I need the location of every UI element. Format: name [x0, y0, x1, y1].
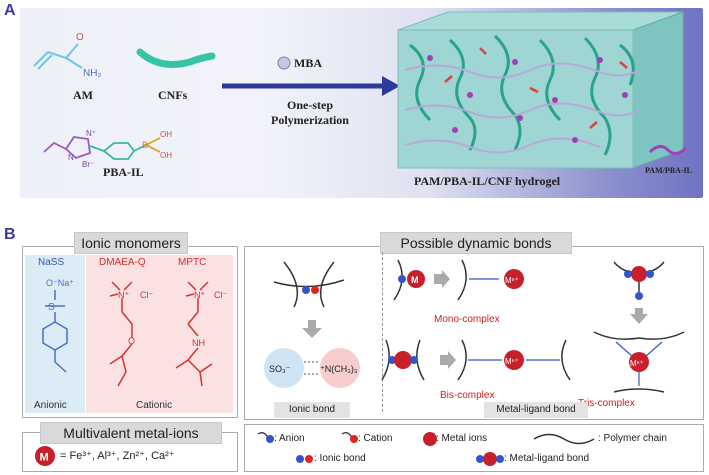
legend-polymer-chain: : Polymer chain [598, 433, 667, 444]
dynamic-bonds-illustration: SO₃⁻ ⁺N(CH₃)₃ M Mⁿ⁺ Mono-complex Mⁿ⁺ Bis… [264, 259, 685, 409]
process-label: One-step Polymerization [265, 98, 355, 128]
cnfs-label: CNFs [158, 88, 188, 102]
mptc-label: MPTC [178, 257, 207, 268]
hydrogel-block [397, 11, 684, 169]
pba-il-label: PBA-IL [103, 165, 144, 179]
pba-nplus: N⁺ [86, 129, 96, 138]
cation-icon [341, 432, 358, 443]
pba-oh-bottom: OH [160, 151, 172, 160]
dynamic-bonds-box [244, 246, 704, 420]
dmaea-label: DMAEA-Q [99, 257, 146, 268]
tris-mn: Mⁿ⁺ [630, 359, 644, 368]
nass-label: NaSS [38, 257, 65, 268]
sulfonate-circle [264, 348, 304, 388]
ionic-monomers-header: Ionic monomers [74, 232, 188, 254]
metal-legend-icon [423, 432, 437, 446]
reaction-arrow-head [382, 76, 400, 96]
tris-label: Tris-complex [578, 398, 635, 409]
pba-il-molecule [43, 136, 161, 160]
legend-icons [257, 432, 595, 466]
metal-ion-list: = Fe³⁺, Al³⁺, Zn²⁺, Ca²⁺ [60, 450, 175, 462]
mono-mn: Mⁿ⁺ [505, 276, 519, 285]
nass-sulfur: S [48, 302, 55, 313]
mba-sphere-icon [277, 56, 291, 70]
legend-ionic-bond: : Ionic bond [314, 453, 366, 464]
cationic-region [86, 255, 233, 413]
legend-cation: : Cation [358, 433, 393, 444]
nass-anion: O⁻Na⁺ [46, 278, 74, 288]
mptc-nh: NH [192, 338, 205, 348]
mono-m-before: M [411, 275, 419, 285]
legend-anion: : Anion [274, 433, 305, 444]
dynamic-bonds-divider [382, 252, 383, 412]
panel-a-label: A [4, 2, 16, 19]
mptc-nplus: N⁺ [194, 290, 205, 300]
multivalent-header: Multivalent metal-ions [40, 422, 222, 444]
hydrogel-crosslinks [427, 55, 628, 143]
pam-pba-chain-icon [648, 145, 688, 155]
dmaea-structure [109, 281, 133, 387]
nass-structure [42, 290, 68, 373]
dmaea-nplus: N⁺ [118, 290, 129, 300]
cationic-label: Cationic [136, 400, 173, 411]
bis-mn: Mⁿ⁺ [505, 357, 519, 366]
polymer-chain-icon [533, 433, 595, 445]
anionic-label: Anionic [34, 400, 67, 411]
hydrogel-red-links [444, 47, 628, 129]
hydrogel-network [404, 34, 641, 156]
legend-box [244, 424, 704, 472]
svg-text:M: M [40, 452, 49, 464]
am-molecule [33, 43, 83, 70]
mono-label: Mono-complex [434, 314, 500, 325]
pba-n: N [68, 153, 74, 162]
dmaea-oxygen: O [128, 336, 135, 346]
mptc-structure [175, 281, 213, 387]
dynamic-bonds-header: Possible dynamic bonds [380, 232, 572, 254]
legend-metal-ligand: : Metal-ligand bond [504, 453, 590, 464]
process-line-2: Polymerization [271, 113, 349, 127]
metal-ligand-icon [476, 452, 504, 466]
chain-label: PAM/PBA-IL [645, 166, 692, 175]
metal-ligand-bond-label: Metal-ligand bond [484, 402, 588, 418]
legend-metal-ions: : Metal ions [436, 433, 488, 444]
pba-br: Br⁻ [82, 160, 94, 169]
pba-oh-top: OH [160, 130, 172, 139]
am-nh2: NH₂ [83, 68, 101, 79]
ionic-down-arrow [302, 320, 322, 338]
panel-b-label: B [4, 226, 16, 243]
metal-ion-icon: M [35, 446, 55, 466]
mba-label: MBA [294, 56, 322, 70]
hydrogel-label: PAM/PBA-IL/CNF hydrogel [414, 174, 561, 188]
ammonium-circle [320, 348, 360, 388]
mptc-chloride: Cl⁻ [214, 290, 227, 300]
bis-label: Bis-complex [440, 390, 494, 401]
am-oxygen: O [76, 32, 84, 43]
anion-icon [257, 432, 274, 443]
so3-label: SO₃⁻ [269, 364, 291, 374]
panel-a-illustration: O NH₂ N N⁺ Br⁻ B OH OH [33, 11, 688, 169]
dmaea-chloride: Cl⁻ [140, 290, 153, 300]
anionic-region [25, 255, 85, 413]
ionic-bond-chains [273, 261, 345, 308]
nch3-label: ⁺N(CH₃)₃ [320, 364, 358, 374]
am-label: AM [73, 88, 93, 102]
monomer-structures: S O⁻Na⁺ N⁺ Cl⁻ O N⁺ Cl⁻ NH [42, 278, 227, 387]
cnf-fiber [136, 48, 216, 68]
process-line-1: One-step [287, 98, 333, 112]
pba-boron: B [142, 140, 148, 150]
ionic-bond-icon [296, 455, 313, 463]
ionic-bond-label: Ionic bond [274, 402, 350, 418]
